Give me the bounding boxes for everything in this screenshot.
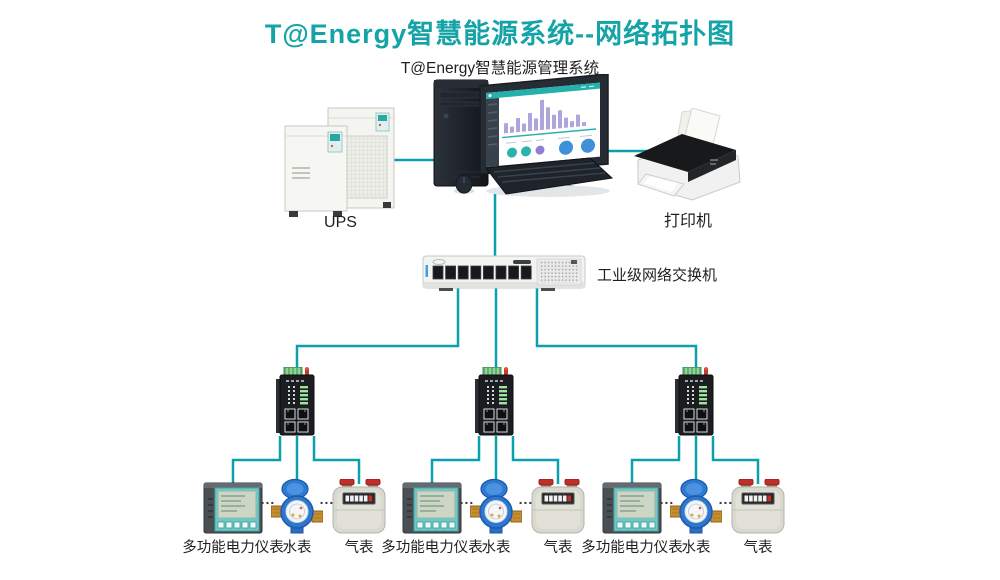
industrial-switch-3 xyxy=(674,367,714,436)
ellipsis: ... xyxy=(260,491,276,507)
switch-led xyxy=(425,265,428,277)
water-meter-1 xyxy=(271,478,323,534)
ellipsis: ... xyxy=(319,491,335,507)
monitor xyxy=(479,74,609,193)
keyboard xyxy=(485,157,614,195)
gas-meter-1 xyxy=(332,479,386,534)
switch-label: 工业级网络交换机 xyxy=(597,267,718,284)
ellipsis: ... xyxy=(718,491,734,507)
gas-meter-label-3: 气表 xyxy=(743,540,773,556)
power-meter-label-3: 多功能电力仪表 xyxy=(581,540,683,556)
gas-meter-3 xyxy=(731,479,785,534)
printer-lid xyxy=(634,134,736,172)
ellipsis: ... xyxy=(518,491,534,507)
mouse xyxy=(454,174,474,194)
water-meter-3 xyxy=(670,478,722,534)
gas-meter-label-1: 气表 xyxy=(344,540,374,556)
switch-ports xyxy=(432,265,532,280)
ellipsis: ... xyxy=(659,491,675,507)
kpi-circles xyxy=(507,138,595,158)
printer-device xyxy=(634,108,741,201)
bar-chart xyxy=(504,99,586,134)
industrial-switch-2 xyxy=(474,367,514,436)
desktop-computer xyxy=(433,74,614,197)
water-meter-2 xyxy=(470,478,522,534)
network-switch xyxy=(422,255,586,291)
water-meter-label-2: 水表 xyxy=(481,540,511,556)
industrial-switch-1 xyxy=(275,367,315,436)
power-meter-1 xyxy=(203,482,263,534)
power-meter-2 xyxy=(402,482,462,534)
power-meter-label-1: 多功能电力仪表 xyxy=(182,540,284,556)
power-meter-label-2: 多功能电力仪表 xyxy=(381,540,483,556)
gas-meter-label-2: 气表 xyxy=(543,540,573,556)
power-meter-3 xyxy=(602,482,662,534)
ups-front-tower xyxy=(284,125,348,217)
management-system-caption: T@Energy智慧能源管理系统 xyxy=(400,60,600,77)
water-meter-label-3: 水表 xyxy=(681,540,711,556)
ups-device xyxy=(284,107,395,217)
water-meter-label-1: 水表 xyxy=(282,540,312,556)
ellipsis: ... xyxy=(459,491,475,507)
gas-meter-2 xyxy=(531,479,585,534)
printer-label: 打印机 xyxy=(663,213,712,230)
ups-label: UPS xyxy=(324,214,357,231)
dashboard-screen xyxy=(486,82,600,167)
page-title: T@Energy智慧能源系统--网络拓扑图 xyxy=(264,19,736,49)
